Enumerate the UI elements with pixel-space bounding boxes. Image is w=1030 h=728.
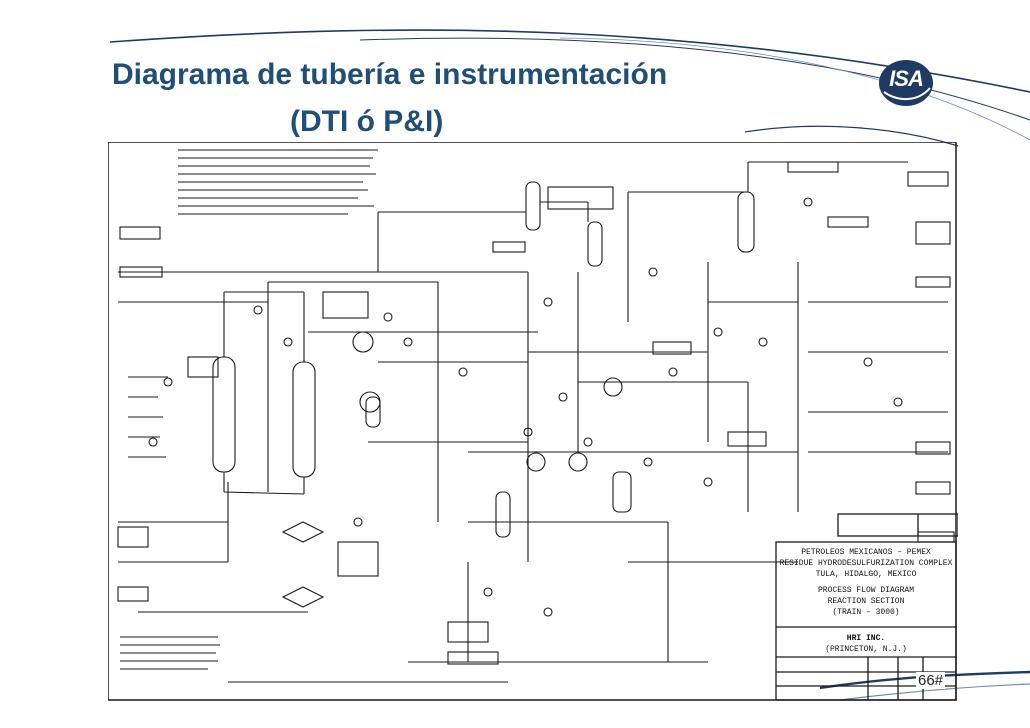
title-block-line-6: (TRAIN – 3000) [832,608,899,617]
instrument-bubbles [148,197,903,617]
title-block-line-2: RESIDUE HYDRODESULFURIZATION COMPLEX [780,559,953,568]
slide-title-line-1: Diagrama de tubería e instrumentación [112,58,668,91]
title-block-line-5: REACTION SECTION [828,597,905,606]
title-block-company: HRI INC. [847,634,885,643]
isa-logo-text: ISA [889,66,924,91]
heat-exchangers [281,331,623,608]
process-piping [118,161,948,683]
separator-vessels [365,181,755,538]
notes-block [178,149,378,215]
legend-area [128,376,168,458]
slide-title-line-2: (DTI ó P&I) [290,105,444,138]
title-block-line-1: PETROLEOS MEXICANOS – PEMEX [801,548,931,557]
title-block-line-3: TULA, HIDALGO, MEXICO [816,570,917,579]
isa-logo: ISA [878,58,934,108]
title-block-city: (PRINCETON, N.J.) [825,645,907,654]
title-block-line-4: PROCESS FLOW DIAGRAM [818,586,914,595]
isa-logo-shape [879,60,933,106]
pid-drawing: PETROLEOS MEXICANOS – PEMEX RESIDUE HYDR… [108,142,958,701]
page-number: 66# [916,672,946,689]
bottom-notes [120,636,220,670]
reactor-vessels [212,282,316,495]
